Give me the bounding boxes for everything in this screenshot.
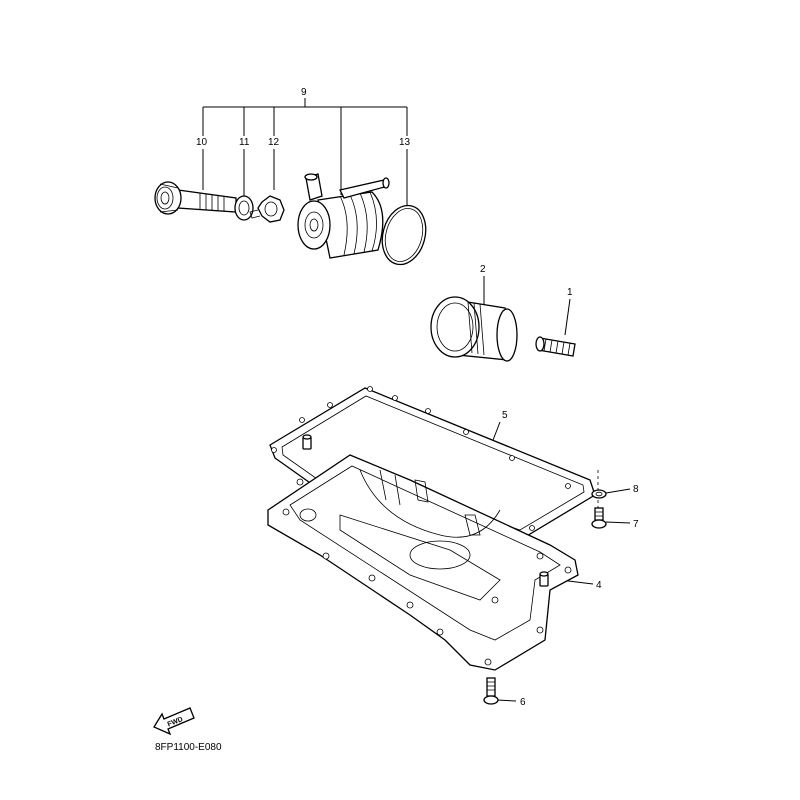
callout-11[interactable]: 11 xyxy=(239,137,250,148)
leader-1 xyxy=(564,298,571,336)
callout-9[interactable]: 9 xyxy=(301,87,307,98)
callout-4-right[interactable]: 4 xyxy=(596,580,602,591)
o-ring[interactable] xyxy=(376,201,432,270)
group-9-bracket xyxy=(202,98,408,205)
lock-washer[interactable] xyxy=(249,195,285,223)
drain-bolt[interactable] xyxy=(591,507,607,529)
oil-pan[interactable] xyxy=(267,454,579,671)
leader-7 xyxy=(605,521,631,524)
union-bolt[interactable] xyxy=(154,181,237,215)
callout-13[interactable]: 13 xyxy=(399,137,411,148)
callout-6[interactable]: 6 xyxy=(520,697,526,708)
threaded-stud[interactable] xyxy=(535,336,576,357)
pan-bolt-bosses xyxy=(282,478,572,666)
callout-10[interactable]: 10 xyxy=(196,137,208,148)
diagram-code: 8FP1100-E080 xyxy=(155,742,222,753)
callout-7[interactable]: 7 xyxy=(633,519,639,530)
callout-5[interactable]: 5 xyxy=(502,410,508,421)
pan-bolt[interactable] xyxy=(483,677,499,705)
oil-filter[interactable] xyxy=(430,296,518,362)
copper-washer[interactable] xyxy=(234,195,254,221)
fwd-arrow-icon: FWD xyxy=(153,707,195,736)
callout-12[interactable]: 12 xyxy=(268,137,280,148)
callout-1[interactable]: 1 xyxy=(567,287,573,298)
dowel-pin-top[interactable] xyxy=(302,434,312,450)
callout-2[interactable]: 2 xyxy=(480,264,486,275)
callout-8[interactable]: 8 xyxy=(633,484,639,495)
dowel-pin-right[interactable] xyxy=(539,571,549,587)
leader-8 xyxy=(605,488,631,494)
oil-cooler[interactable] xyxy=(297,173,390,259)
drain-washer[interactable] xyxy=(591,489,607,499)
gasket-bolt-holes xyxy=(271,386,571,531)
leader-6 xyxy=(496,699,517,702)
